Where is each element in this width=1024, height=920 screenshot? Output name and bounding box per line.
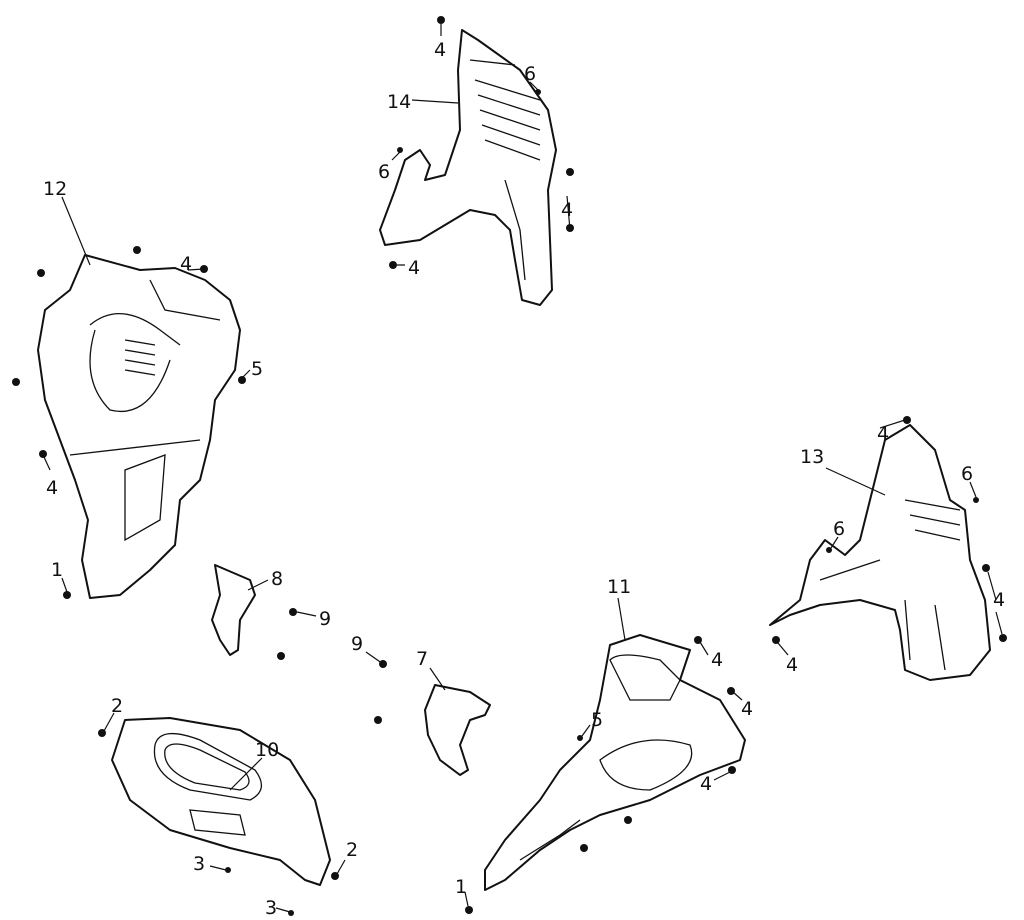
part-11-right-lower-panel	[484, 634, 746, 891]
callout-label: 8	[271, 568, 283, 590]
callout-label: 4	[700, 773, 712, 795]
callout-label: 4	[561, 199, 573, 221]
callout-label: 3	[193, 853, 205, 875]
callout-label: 4	[741, 698, 753, 720]
callout-label: 6	[961, 463, 973, 485]
callout-label: 1	[455, 876, 467, 898]
callout-label: 5	[251, 358, 263, 380]
callout-label: 9	[319, 608, 331, 630]
callout-label: 7	[416, 648, 428, 670]
callout-label: 12	[43, 178, 67, 200]
part-14-upper-panel	[379, 29, 557, 306]
callout-label: 3	[265, 897, 277, 919]
callout-label: 6	[524, 63, 536, 85]
callout-label: 2	[111, 695, 123, 717]
callout-label: 6	[833, 518, 845, 540]
part-13-right-panel	[769, 424, 991, 681]
callout-label: 6	[378, 161, 390, 183]
callout-label: 13	[800, 446, 824, 468]
part-8-bracket	[211, 564, 256, 656]
callout-label: 4	[993, 589, 1005, 611]
callout-label: 4	[180, 253, 192, 275]
part-7-bracket	[424, 684, 491, 776]
callout-label: 4	[786, 654, 798, 676]
callout-label: 11	[607, 576, 631, 598]
callout-label: 4	[434, 39, 446, 61]
callout-label: 4	[408, 257, 420, 279]
callout-label: 4	[711, 649, 723, 671]
callout-label: 5	[591, 709, 603, 731]
callout-label: 4	[46, 477, 58, 499]
callout-label: 2	[346, 839, 358, 861]
callout-label: 4	[877, 423, 889, 445]
callout-label: 9	[351, 633, 363, 655]
callout-label: 14	[387, 91, 411, 113]
part-12-left-panel	[37, 254, 241, 599]
callout-label: 1	[51, 559, 63, 581]
part-10-lower-cover	[111, 717, 331, 886]
callout-label: 10	[255, 739, 279, 761]
callout-labels: 4 6 14 6 4 4 12 4 5 4 1 8 9 9 7 2 10 3 2…	[43, 39, 1005, 919]
leader-lines	[43, 24, 1003, 913]
